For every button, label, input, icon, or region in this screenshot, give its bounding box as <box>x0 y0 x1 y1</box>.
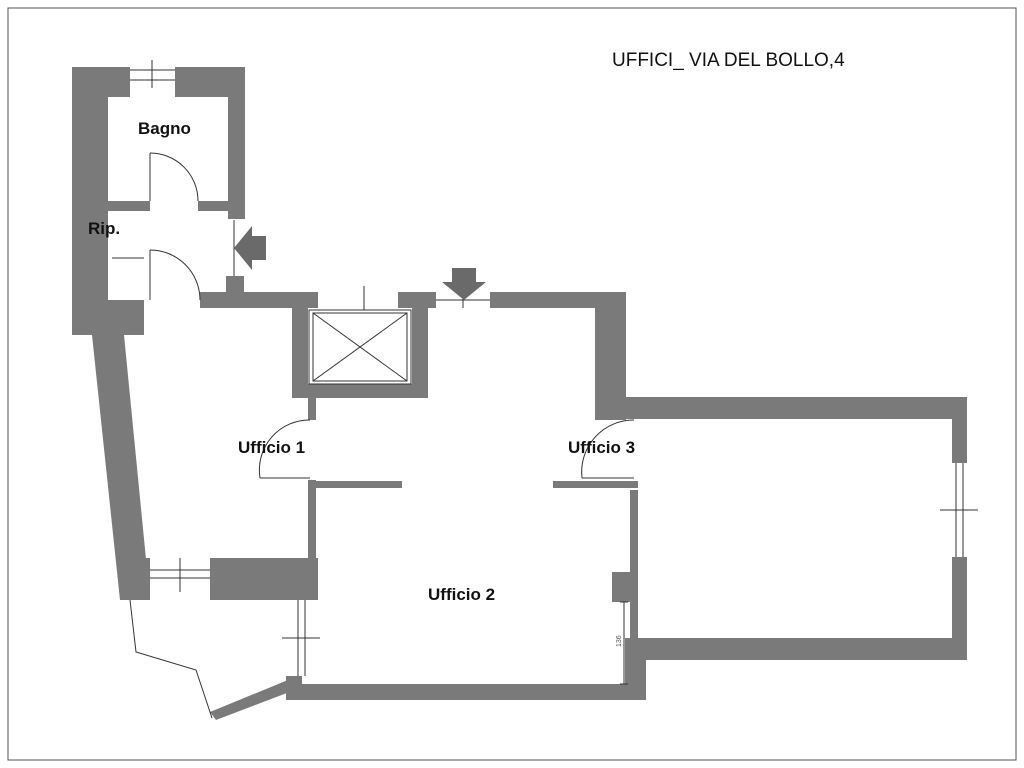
wall-ufficio3-top <box>595 397 967 419</box>
door-swing-icon <box>149 249 201 301</box>
door-swing-icon <box>149 152 199 202</box>
wall-right-lower <box>952 557 967 660</box>
balcony-outline <box>129 599 213 719</box>
door-swing-icon <box>581 419 635 479</box>
page-frame <box>7 7 1017 761</box>
wall-slanted-left <box>92 335 150 600</box>
wall-elevator-bottom <box>292 384 428 398</box>
dimension-label: 136 <box>616 635 623 647</box>
wall-rip-bottom <box>72 300 144 335</box>
window-icon <box>940 463 978 557</box>
wall-elevator-stem <box>308 396 316 420</box>
wall-bagno-bottom-right <box>198 201 228 211</box>
walls <box>72 67 967 720</box>
room-label-ufficio3: Ufficio 3 <box>568 438 635 457</box>
partition-ufficio1-left <box>316 481 402 488</box>
window-icon <box>130 60 175 88</box>
wall-bottom-left-stub <box>286 676 302 688</box>
partition-ufficio3-left <box>553 481 638 488</box>
room-label-ripostiglio: Rip. <box>88 219 120 238</box>
elevator-shaft-icon <box>308 309 412 385</box>
wall-right-upper <box>952 397 967 463</box>
wall-main-bottom <box>286 684 646 700</box>
entrance-arrow-icon <box>442 268 486 300</box>
wall-corridor-top <box>200 292 318 308</box>
door-swing-icon <box>258 419 311 479</box>
wall-ufficio3-bottom <box>636 638 967 660</box>
wall-bagno-right <box>228 67 245 219</box>
wall-bagno-bottom-left <box>80 201 150 211</box>
entrance-arrow-icon <box>234 226 266 270</box>
wall-lower-left-block <box>210 558 318 600</box>
partition-ufficio1-right <box>308 480 316 560</box>
wall-elevator-left <box>292 292 308 398</box>
wall-column <box>612 572 638 602</box>
wall-elevator-top-right <box>398 292 436 308</box>
room-label-ufficio2: Ufficio 2 <box>428 585 495 604</box>
wall-balcony-bottom <box>210 680 300 720</box>
wall-elevator-right <box>412 292 428 398</box>
window-icon <box>282 600 320 676</box>
room-label-ufficio1: Ufficio 1 <box>238 438 305 457</box>
room-label-bagno: Bagno <box>138 119 191 138</box>
wall-main-top <box>490 292 626 308</box>
wall-ufficio2-right <box>630 490 638 638</box>
plan-title: UFFICI_ VIA DEL BOLLO,4 <box>612 50 845 71</box>
thin-lines <box>112 60 978 719</box>
window-icon <box>150 558 210 592</box>
